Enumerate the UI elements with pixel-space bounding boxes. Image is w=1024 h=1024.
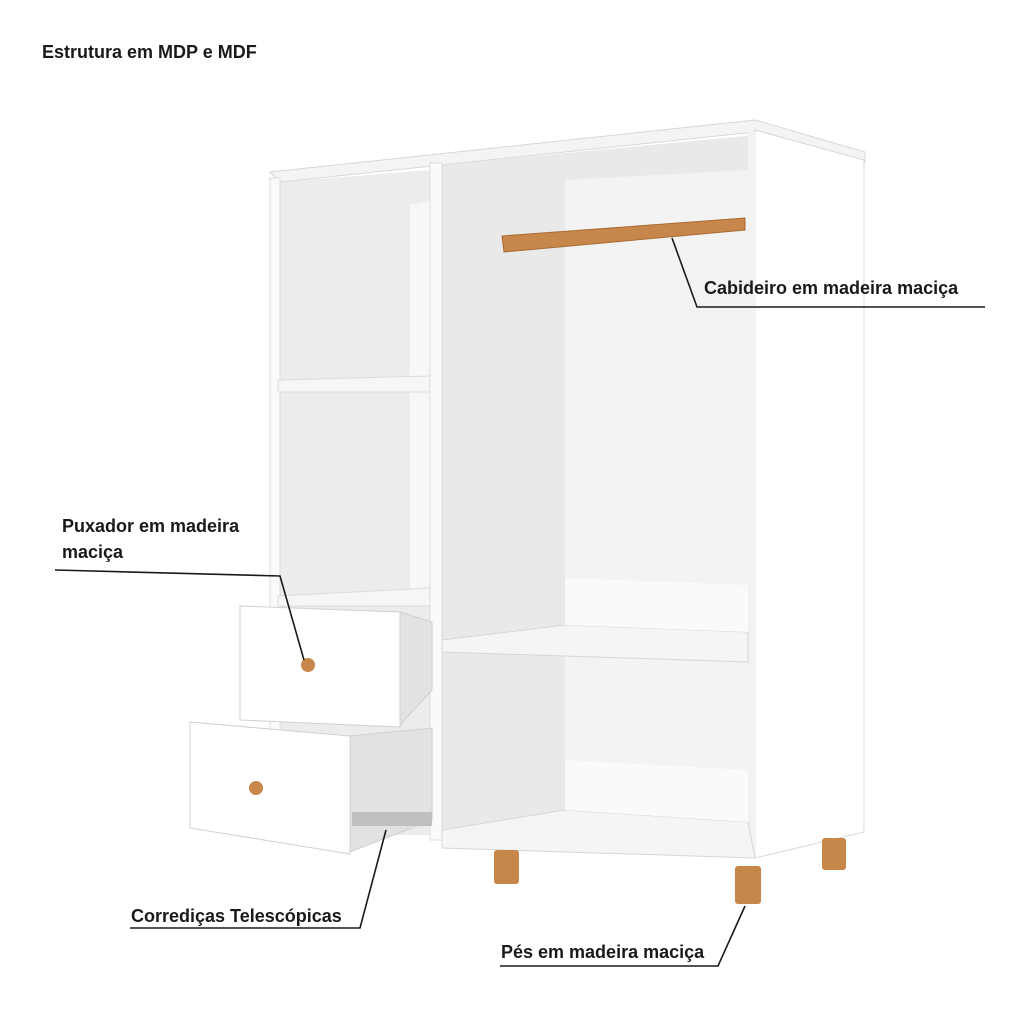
- bottom-drawer-knob: [249, 781, 263, 795]
- hanging-rod: [501, 217, 746, 253]
- foot-front-right: [735, 866, 761, 904]
- right-shelf-back: [565, 578, 748, 632]
- left-shelf-top: [277, 375, 431, 393]
- right-front-edge: [748, 132, 756, 856]
- slides-label: Corrediças Telescópicas: [131, 906, 342, 926]
- handle-label-line1: Puxador em madeira: [62, 516, 240, 536]
- right-shelf: [441, 624, 749, 663]
- wardrobe: [189, 119, 866, 904]
- right-back-panel: [565, 170, 748, 830]
- right-side-panel: [754, 129, 865, 859]
- handle-leader-line: [54, 569, 305, 661]
- left-back-panel: [410, 200, 430, 600]
- foot-back-right: [822, 838, 846, 870]
- bottom-panel: [441, 809, 756, 859]
- bottom-back: [565, 760, 748, 822]
- top-drawer-front: [239, 605, 401, 728]
- foot-front-left: [494, 850, 519, 884]
- handle-label-line2: maciça: [62, 542, 124, 562]
- feet-leader-line: [500, 905, 746, 967]
- telescopic-slide: [352, 812, 432, 826]
- slides-leader-line: [130, 829, 387, 929]
- bottom-drawer-front: [189, 721, 351, 855]
- top-drawer-knob: [301, 658, 315, 672]
- rod-label: Cabideiro em madeira maciça: [704, 278, 959, 298]
- structure-title: Estrutura em MDP e MDF: [42, 42, 257, 62]
- left-shelf-middle: [277, 587, 431, 607]
- rod-leader-line: [671, 237, 985, 308]
- feet-label: Pés em madeira maciça: [501, 942, 705, 962]
